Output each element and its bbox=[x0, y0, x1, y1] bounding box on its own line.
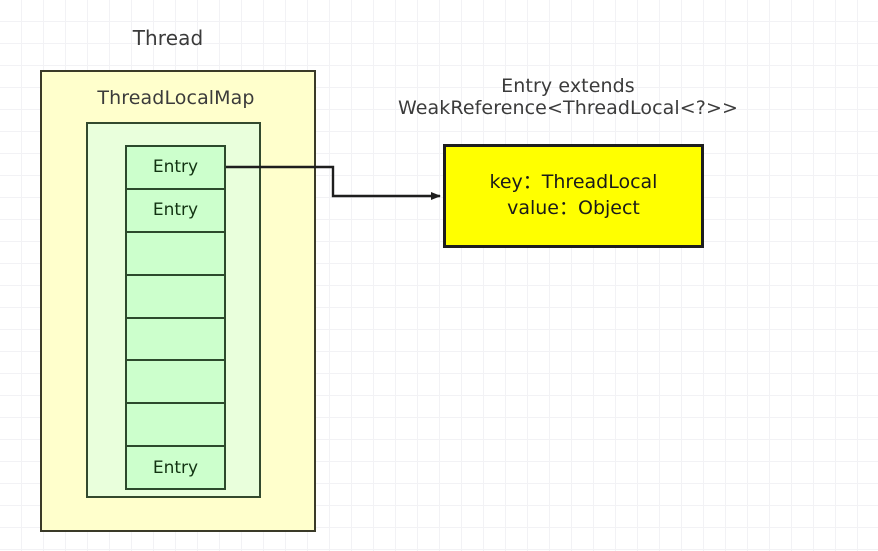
table-row[interactable]: Entry bbox=[127, 147, 224, 190]
thread-local-map-label: ThreadLocalMap bbox=[97, 87, 255, 109]
entry-detail-text: key：ThreadLocal value：Object bbox=[489, 171, 658, 219]
table-row[interactable] bbox=[127, 404, 224, 448]
entry-extends-label: Entry extends WeakReference<ThreadLocal<… bbox=[397, 75, 739, 120]
table-row[interactable] bbox=[127, 275, 224, 319]
table-row[interactable]: Entry bbox=[127, 189, 224, 233]
table-row[interactable] bbox=[127, 232, 224, 276]
thread-label: Thread bbox=[132, 26, 204, 50]
table-row[interactable] bbox=[127, 318, 224, 362]
entry-table: Entry Entry Entry bbox=[125, 145, 226, 490]
table-row[interactable]: Entry bbox=[127, 447, 224, 488]
table-row[interactable] bbox=[127, 361, 224, 405]
entry-detail-box: key：ThreadLocal value：Object bbox=[443, 144, 704, 248]
